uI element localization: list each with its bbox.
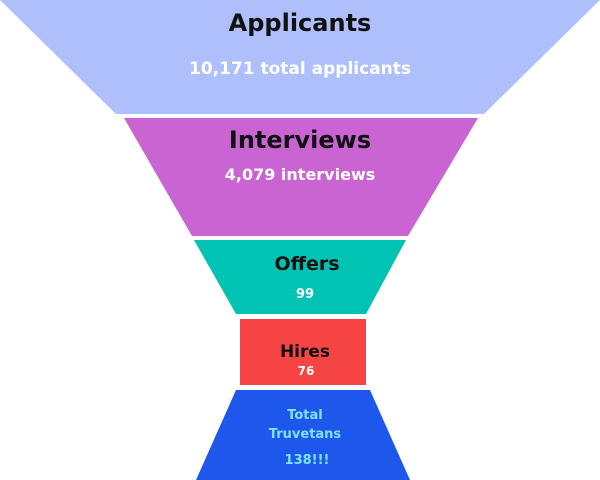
stage-shape-hires: [240, 319, 366, 385]
stage-shape-total-truvetans: [196, 390, 410, 480]
funnel-stage-interviews: Interviews 4,079 interviews: [124, 118, 478, 236]
stage-shape-applicants: [0, 0, 600, 114]
stage-subtitle-interviews: 4,079 interviews: [225, 165, 376, 184]
stage-shape-offers: [194, 240, 406, 314]
funnel-stage-total-truvetans: Total Truvetans 138!!!: [196, 390, 410, 480]
funnel-stage-hires: Hires 76: [240, 319, 366, 385]
stage-subtitle-hires: 76: [298, 364, 315, 378]
stage-title-hires: Hires: [280, 342, 330, 362]
stage-title-applicants: Applicants: [229, 9, 372, 37]
stage-subtitle-offers: 99: [296, 287, 314, 302]
stage-subtitle-applicants: 10,171 total applicants: [189, 59, 411, 79]
funnel-stage-applicants: Applicants 10,171 total applicants: [0, 0, 600, 114]
stage-title-offers: Offers: [274, 253, 339, 275]
funnel-stage-offers: Offers 99: [194, 240, 406, 314]
stage-shape-interviews: [124, 118, 478, 236]
stage-title-total-line-1: Total: [287, 408, 323, 423]
stage-title-interviews: Interviews: [229, 126, 371, 154]
stage-title-total-line-2: Truvetans: [269, 427, 342, 442]
stage-subtitle-total: 138!!!: [285, 453, 330, 468]
